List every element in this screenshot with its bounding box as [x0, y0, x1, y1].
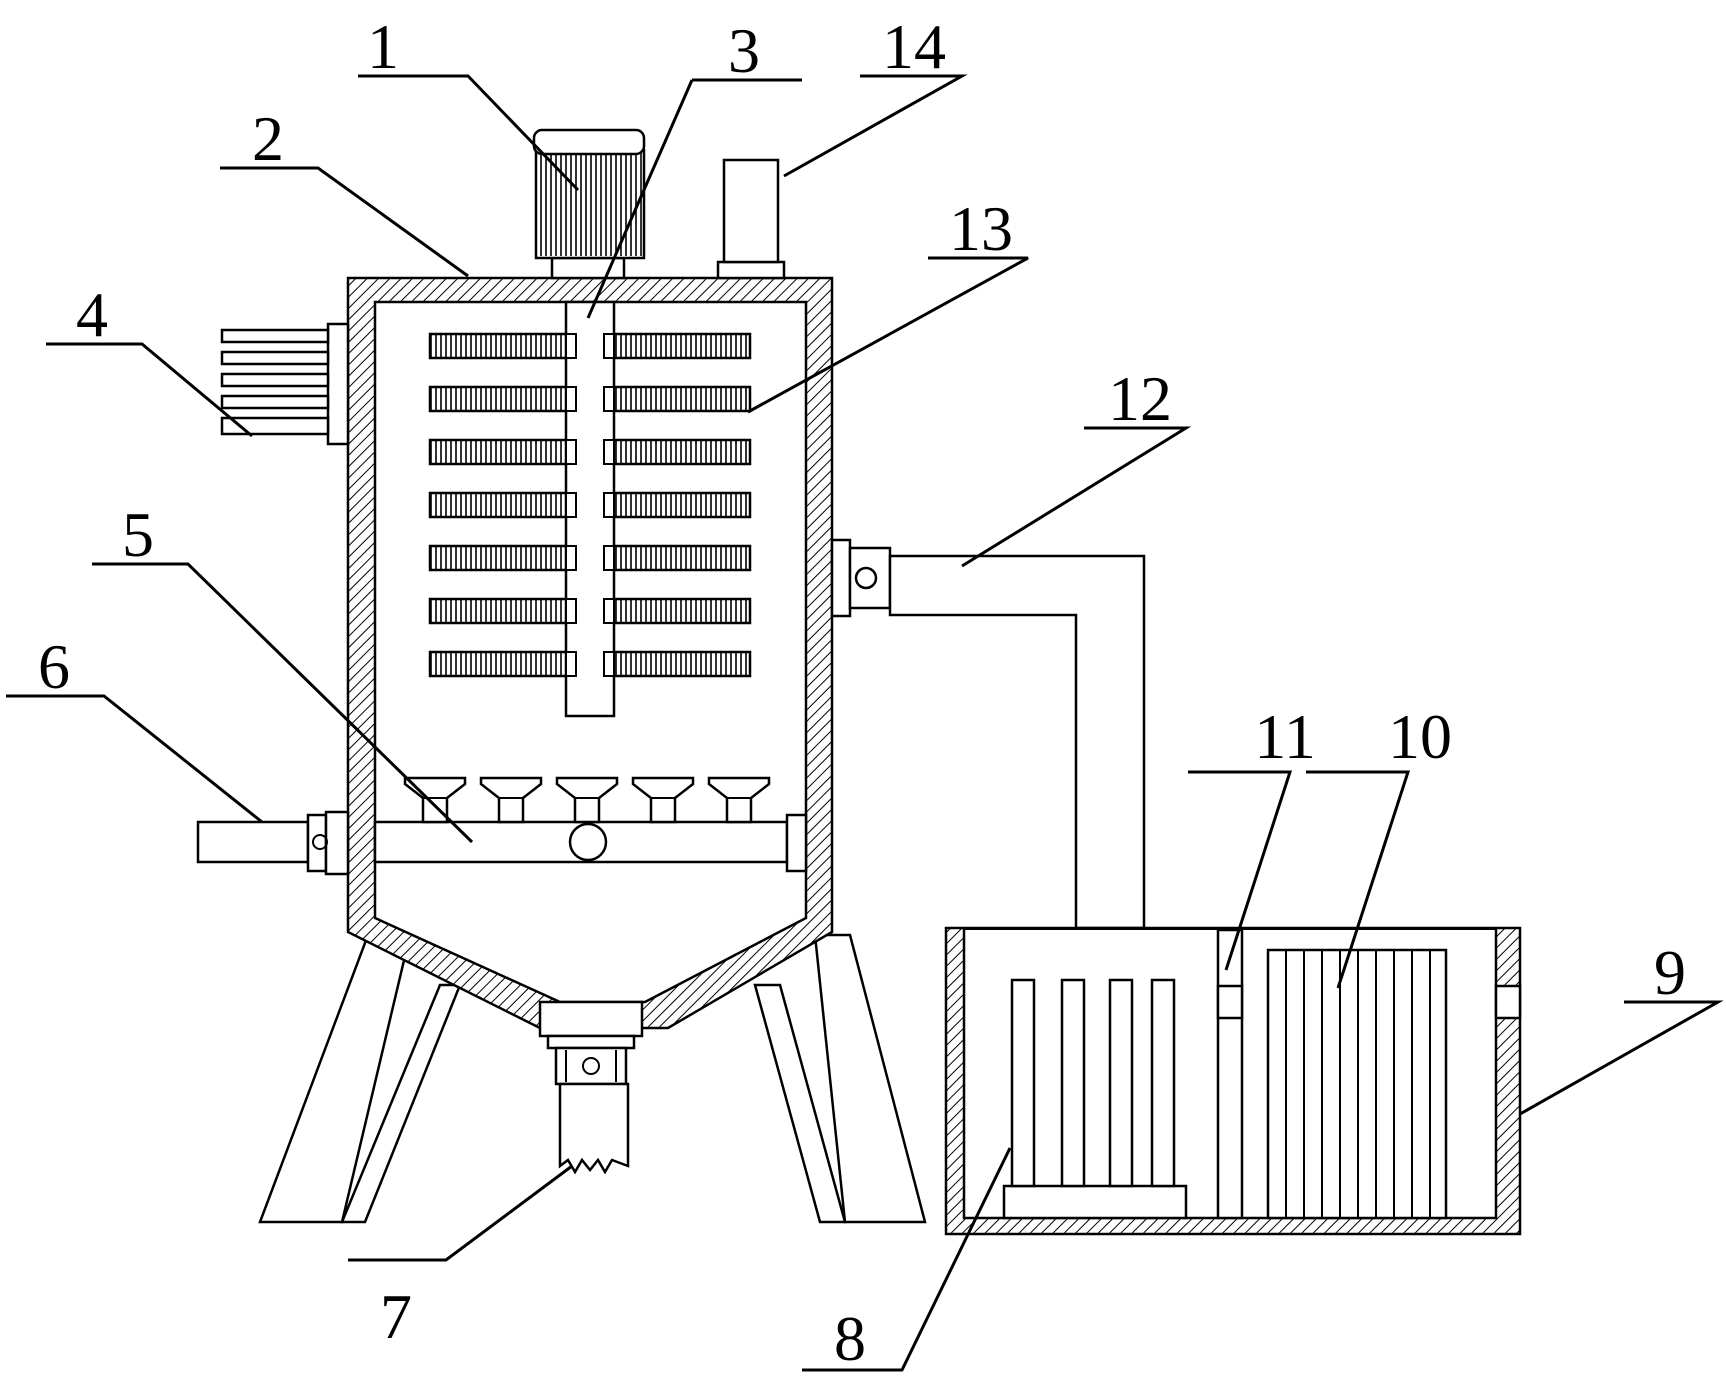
paddle-hub-right	[603, 545, 615, 571]
paddle-blade-left	[428, 491, 568, 519]
paddle-hub-left	[565, 545, 577, 571]
label-13: 13	[949, 193, 1013, 264]
paddle-hub-right	[603, 651, 615, 677]
leader-lines	[6, 74, 1724, 1372]
paddle-hub-left	[565, 598, 577, 624]
paddle-row	[428, 491, 752, 519]
nozzle	[631, 776, 695, 824]
paddle-row	[428, 544, 752, 572]
paddle-blade-right	[612, 597, 752, 625]
label-7: 7	[380, 1281, 412, 1352]
label-8: 8	[834, 1303, 866, 1374]
paddle-blade-left	[428, 332, 568, 360]
paddle-hub-right	[603, 333, 615, 359]
adsorption-layer	[1266, 948, 1448, 1220]
label-11: 11	[1254, 701, 1316, 772]
inlet-pipe	[196, 810, 350, 876]
spray-nozzles	[403, 776, 771, 824]
label-6: 6	[38, 631, 70, 702]
exhaust-pipe	[830, 538, 1146, 930]
paddle-blade-right	[612, 544, 752, 572]
adsorption-plates	[1285, 950, 1431, 1218]
nozzle	[555, 776, 619, 824]
paddle-blade-left	[428, 438, 568, 466]
label-14: 14	[882, 11, 946, 82]
support-legs	[258, 933, 927, 1224]
paddle-row	[428, 438, 752, 466]
label-3: 3	[728, 15, 760, 86]
paddle-hub-right	[603, 598, 615, 624]
paddle-hub-left	[565, 651, 577, 677]
label-1: 1	[367, 11, 399, 82]
paddle-blade-left	[428, 650, 568, 678]
paddle-row	[428, 650, 752, 678]
paddle-hub-left	[565, 386, 577, 412]
distribution-pipe	[373, 813, 808, 873]
label-12: 12	[1108, 363, 1172, 434]
nozzle-funnel	[479, 776, 543, 824]
vent-pipe	[716, 158, 786, 280]
paddle-row	[428, 597, 752, 625]
side-heater	[220, 322, 350, 446]
nozzle	[479, 776, 543, 824]
paddle-blade-right	[612, 332, 752, 360]
paddle-hub-left	[565, 492, 577, 518]
label-2: 2	[252, 103, 284, 174]
paddle-blade-right	[612, 491, 752, 519]
paddle-blade-left	[428, 544, 568, 572]
label-5: 5	[122, 499, 154, 570]
paddle-hub-left	[565, 439, 577, 465]
paddle-hub-left	[565, 333, 577, 359]
nozzle-funnel	[631, 776, 695, 824]
paddle-blade-right	[612, 438, 752, 466]
nozzle-funnel	[707, 776, 771, 824]
paddle-hub-right	[603, 439, 615, 465]
paddle-hub-right	[603, 492, 615, 518]
callout-labels: 1 2 3 4 5 6 7 8 9 10 11 12 13 14	[38, 11, 1686, 1374]
motor	[532, 128, 646, 280]
paddle-row	[428, 332, 752, 360]
nozzle	[707, 776, 771, 824]
partition-plate	[1216, 928, 1244, 1220]
paddle-blade-left	[428, 597, 568, 625]
label-10: 10	[1388, 701, 1452, 772]
bottom-outlet	[538, 1000, 644, 1175]
label-9: 9	[1654, 937, 1686, 1008]
stirring-paddles	[428, 332, 752, 678]
nozzle-funnel	[555, 776, 619, 824]
paddle-hub-right	[603, 386, 615, 412]
paddle-row	[428, 385, 752, 413]
filter-cartridges	[1002, 978, 1188, 1220]
paddle-blade-right	[612, 385, 752, 413]
label-4: 4	[76, 279, 108, 350]
paddle-blade-right	[612, 650, 752, 678]
paddle-blade-left	[428, 385, 568, 413]
